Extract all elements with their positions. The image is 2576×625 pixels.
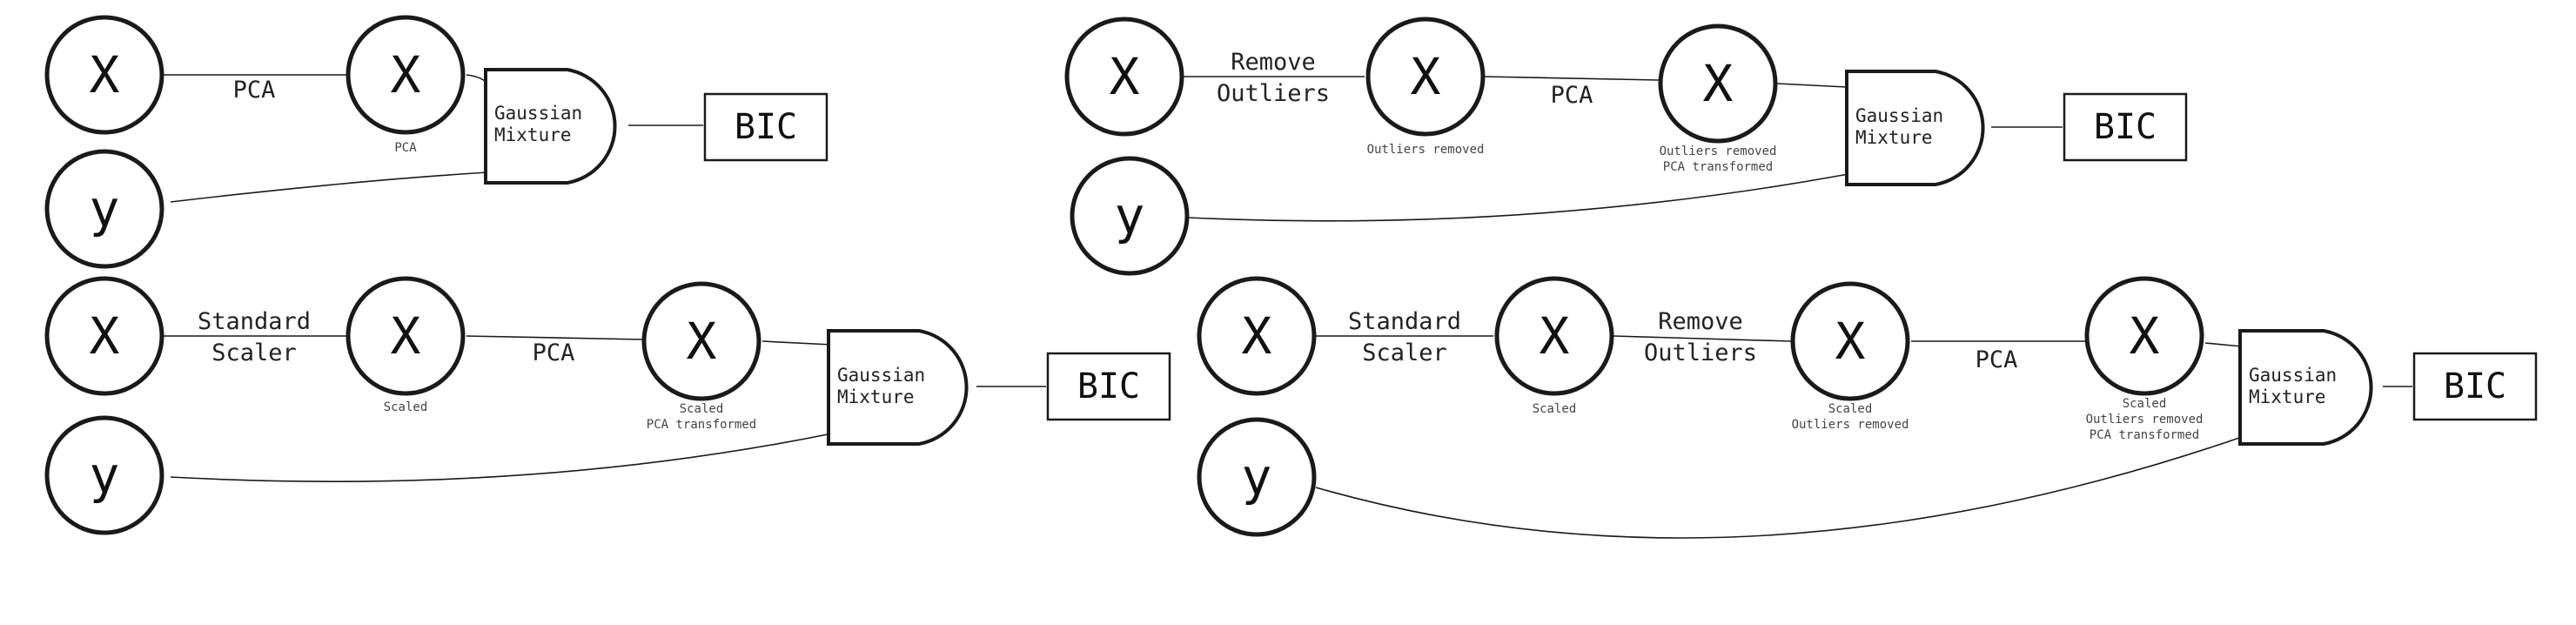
bic-node <box>2412 352 2538 421</box>
edge-label: PCA <box>233 77 276 104</box>
bic-label: BIC <box>2094 107 2157 147</box>
node-caption: PCA transformed <box>1663 160 1773 174</box>
x-node-label: X <box>1242 306 1272 366</box>
edge-label: Remove <box>1231 49 1316 76</box>
node-caption: Scaled <box>2123 397 2167 411</box>
gaussian-mixture-label: Mixture <box>494 124 572 145</box>
gaussian-mixture-node <box>1845 70 1985 186</box>
x-node-label: X <box>90 45 120 104</box>
y-node <box>44 415 164 535</box>
edge-label: Standard <box>1348 308 1461 335</box>
x-node <box>44 15 164 135</box>
x-node-label: X <box>687 312 717 371</box>
y-node-label: y <box>1115 186 1145 245</box>
x-node-label: X <box>391 45 421 104</box>
edge-label: Outliers <box>1217 80 1330 107</box>
edge-label: Scaler <box>1362 339 1447 366</box>
edge <box>170 171 488 203</box>
pipeline-scaler-pca: Standard Scaler PCA X X Scaled X Scaled … <box>44 276 1171 535</box>
bic-node <box>703 92 828 162</box>
edge-label: Outliers <box>1644 339 1757 366</box>
edge-label: PCA <box>533 339 575 366</box>
edge <box>1484 76 1660 81</box>
x-node <box>1658 24 1778 144</box>
edge <box>1315 436 2243 539</box>
gaussian-mixture-label: Gaussian <box>837 365 925 386</box>
y-node-label: y <box>90 446 120 505</box>
x-node <box>345 15 466 135</box>
bic-label: BIC <box>735 107 797 147</box>
x-node <box>2084 276 2204 396</box>
edge <box>1613 335 1792 342</box>
gaussian-mixture-node <box>2238 329 2373 446</box>
x-node-label: X <box>1110 47 1140 106</box>
x-node-label: X <box>391 306 421 366</box>
x-node-label: X <box>1703 54 1734 113</box>
node-caption: Scaled <box>1533 402 1577 416</box>
edge <box>2204 342 2243 347</box>
x-node <box>345 276 466 396</box>
x-node <box>1064 17 1184 137</box>
x-node <box>1365 17 1486 137</box>
node-caption: PCA <box>394 141 417 155</box>
x-node <box>1494 276 1614 396</box>
edge-label: Standard <box>198 308 311 335</box>
gaussian-mixture-label: Gaussian <box>2249 365 2337 386</box>
edge <box>1188 173 1849 222</box>
gaussian-mixture-node <box>827 329 969 446</box>
y-node <box>1197 417 1317 537</box>
y-node <box>1070 156 1190 276</box>
gaussian-mixture-node <box>484 68 617 185</box>
x-node-label: X <box>1540 306 1570 366</box>
x-node <box>1790 281 1910 401</box>
pipeline-scaler-outliers-pca: Standard Scaler Remove Outliers PCA X X … <box>1197 276 2538 539</box>
edge <box>466 74 486 83</box>
y-node-label: y <box>90 179 120 239</box>
node-caption: PCA transformed <box>647 418 756 432</box>
x-node-label: X <box>2130 306 2160 366</box>
x-node <box>1197 276 1317 396</box>
edge <box>1776 83 1848 88</box>
bic-label: BIC <box>2444 366 2506 407</box>
node-caption: Outliers removed <box>1660 144 1777 158</box>
node-caption: Scaled <box>384 400 428 414</box>
edge-label: Scaler <box>211 339 297 366</box>
node-caption: Outliers removed <box>1792 418 1909 432</box>
pipeline-outliers-pca: Remove Outliers PCA X X Outliers removed… <box>1064 17 2188 276</box>
edge-label: PCA <box>1551 82 1593 109</box>
bic-node <box>2063 92 2188 162</box>
gaussian-mixture-label: Mixture <box>2249 386 2326 407</box>
x-node <box>641 281 761 401</box>
x-node-label: X <box>1835 312 1866 371</box>
bic-label: BIC <box>1077 366 1140 407</box>
y-node-label: y <box>1242 447 1272 507</box>
x-node-label: X <box>1411 47 1441 106</box>
x-node <box>44 276 164 396</box>
gaussian-mixture-label: Gaussian <box>1855 105 1943 126</box>
edge-label: PCA <box>1976 346 2018 373</box>
edge <box>170 433 833 482</box>
node-caption: Scaled <box>1828 402 1873 416</box>
gaussian-mixture-label: Mixture <box>1855 127 1933 148</box>
node-caption: Outliers removed <box>1367 143 1485 157</box>
pipeline-pca: PCA X X PCA y Gaussian Mixture BIC <box>44 15 828 269</box>
gaussian-mixture-label: Gaussian <box>494 103 582 124</box>
edge <box>761 340 833 346</box>
edge-label: Remove <box>1658 308 1743 335</box>
node-caption: Scaled <box>680 402 724 416</box>
node-caption: PCA transformed <box>2090 428 2199 442</box>
gaussian-mixture-label: Mixture <box>837 386 915 407</box>
edge <box>466 335 643 340</box>
y-node <box>44 149 164 269</box>
bic-node <box>1046 352 1171 421</box>
node-caption: Outliers removed <box>2086 413 2204 427</box>
x-node-label: X <box>90 306 120 366</box>
